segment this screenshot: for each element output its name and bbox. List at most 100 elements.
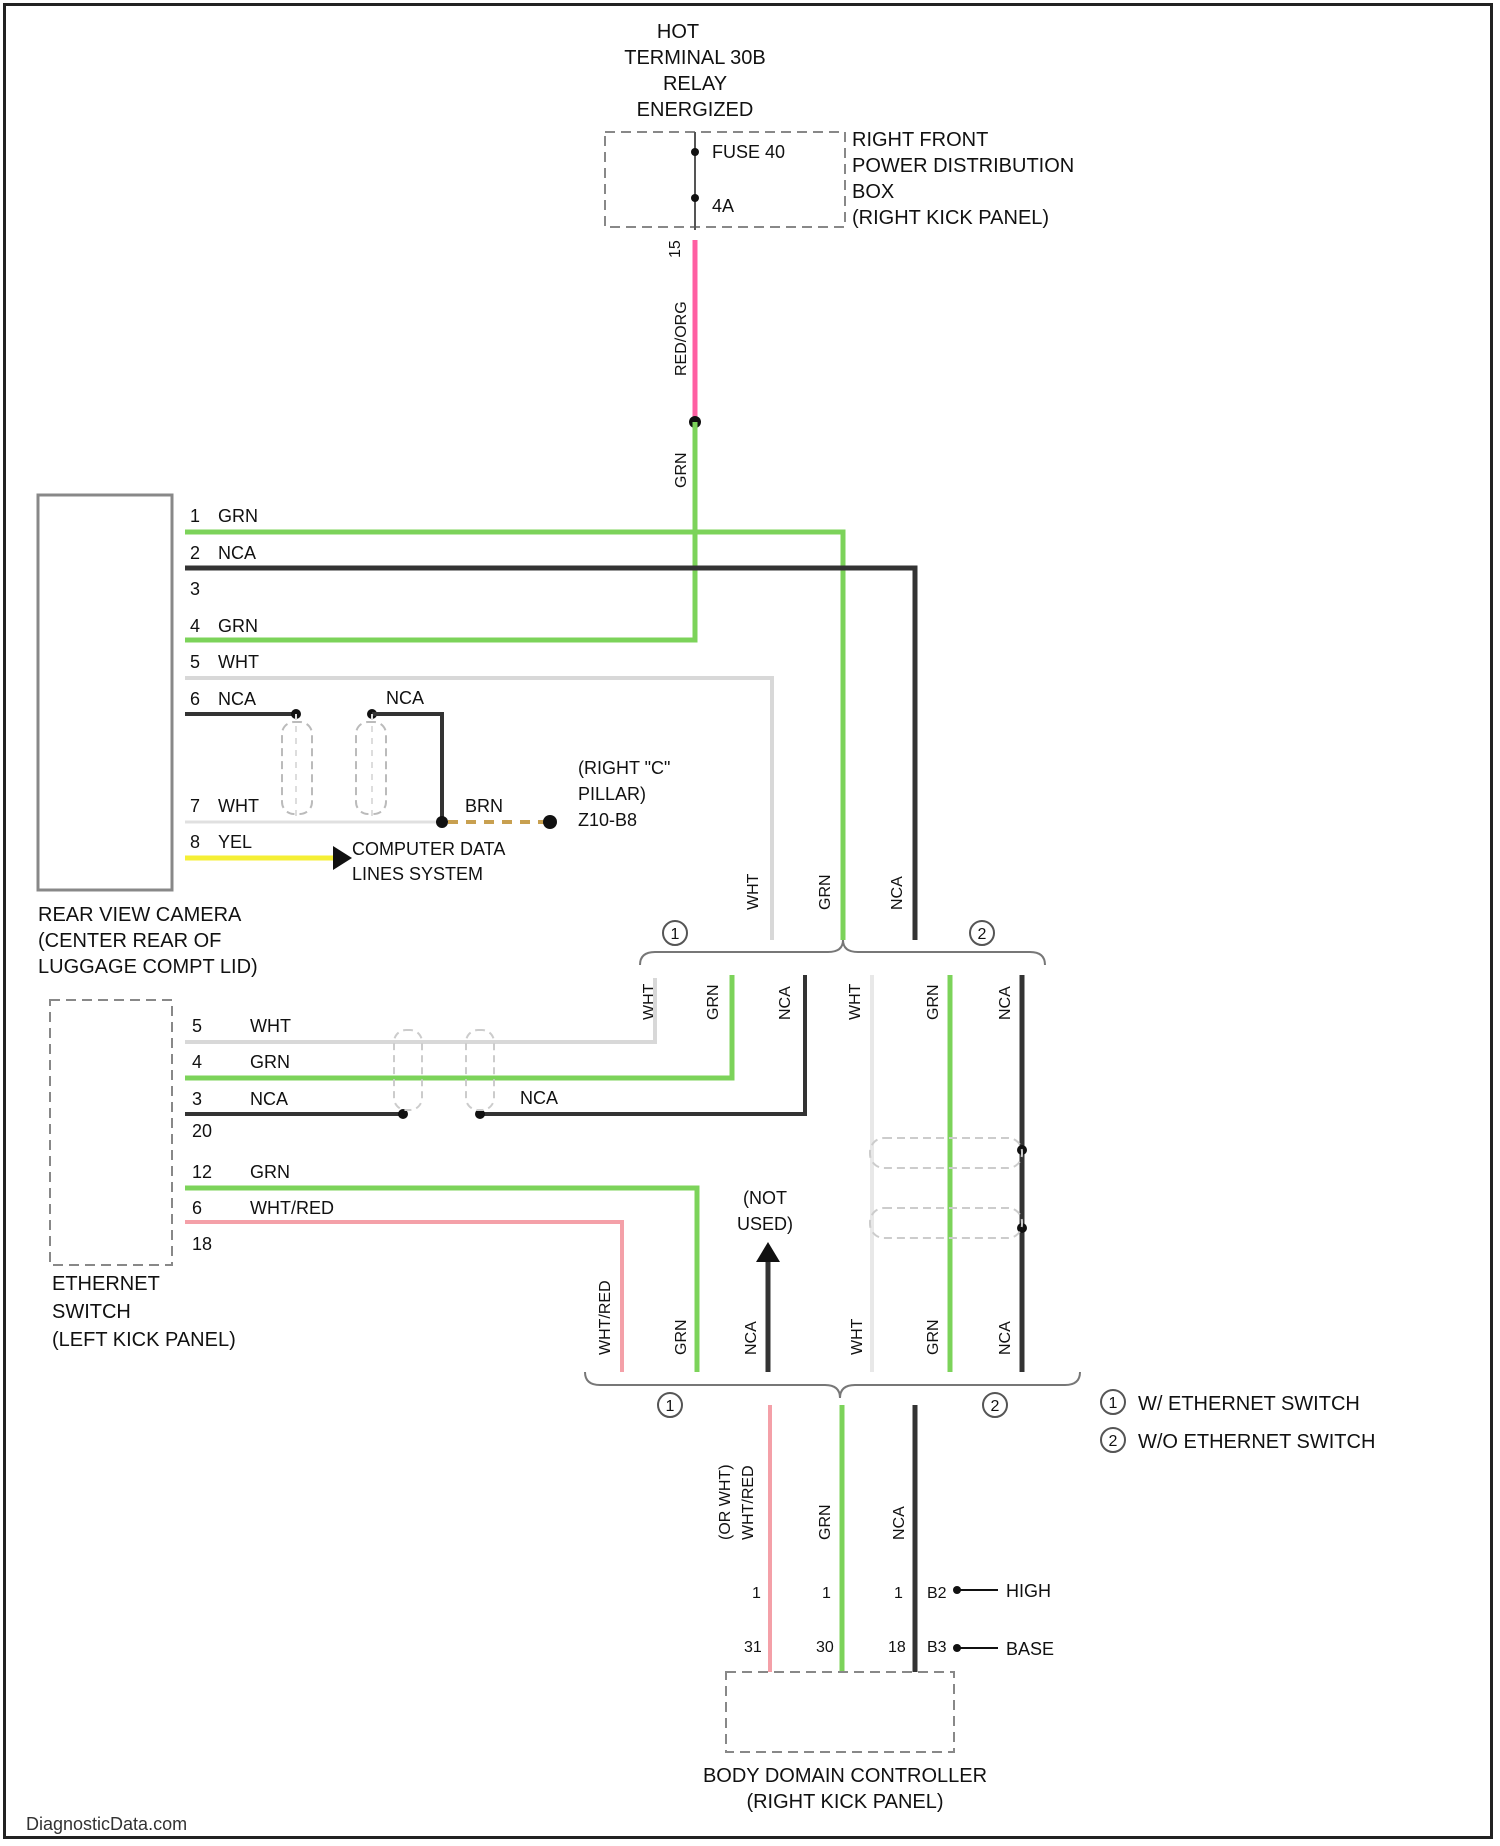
eth-pin-20: 20 xyxy=(192,1121,212,1141)
splice-top-wht: WHT xyxy=(745,873,762,910)
splice-bot-right-nca: NCA xyxy=(997,1321,1014,1355)
bdc-conn-b2: B2 xyxy=(927,1585,947,1602)
legend: 1 W/ ETHERNET SWITCH 2 W/O ETHERNET SWIT… xyxy=(1101,1390,1375,1453)
eth-pin-4: 4 xyxy=(192,1052,202,1072)
splice-mid-left-grn: GRN xyxy=(705,984,722,1020)
splice-bot-right-grn: GRN xyxy=(925,1319,942,1355)
bdc-pin-top-1: 1 xyxy=(752,1585,761,1602)
lower-circle-2: 2 xyxy=(991,1398,1000,1415)
pdb-pin-label: 15 xyxy=(667,240,684,258)
camera-pin-6: 6 xyxy=(190,689,200,709)
bdc-pin-top-2: 1 xyxy=(822,1585,831,1602)
bdc-pin-bot-3: 18 xyxy=(888,1639,906,1656)
camera-pin-2: 2 xyxy=(190,543,200,563)
wire-eth-wht-red-6 xyxy=(185,1222,622,1372)
ground-label-2: PILLAR) xyxy=(578,784,646,804)
fuse-amp-label: 4A xyxy=(712,196,734,216)
camera-pin-1-color: GRN xyxy=(218,506,258,526)
bdc-wire-label-grn: GRN xyxy=(817,1504,834,1540)
splice-bot-left-whtred: WHT/RED xyxy=(597,1280,614,1355)
camera-pin-5-color: WHT xyxy=(218,652,259,672)
legend-item-2: W/O ETHERNET SWITCH xyxy=(1138,1431,1375,1453)
camera-pin-8: 8 xyxy=(190,832,200,852)
camera-pin-6-color: NCA xyxy=(218,689,256,709)
camera-pin-4-color: GRN xyxy=(218,616,258,636)
power-source: HOT TERMINAL 30B RELAY ENERGIZED xyxy=(624,21,766,121)
camera-pin-7-color: WHT xyxy=(218,796,259,816)
splice-mid-right-grn: GRN xyxy=(925,984,942,1020)
pdb-label-3: BOX xyxy=(852,181,894,203)
splice-top-nca: NCA xyxy=(889,876,906,910)
energized-label: ENERGIZED xyxy=(637,99,754,121)
legend-item-1: W/ ETHERNET SWITCH xyxy=(1138,1393,1360,1415)
camera-pin-1: 1 xyxy=(190,506,200,526)
power-distribution-box: FUSE 40 4A RIGHT FRONT POWER DISTRIBUTIO… xyxy=(605,129,1074,258)
bdc-label-1: BODY DOMAIN CONTROLLER xyxy=(703,1765,987,1787)
not-used-arrow-icon xyxy=(756,1242,780,1262)
right-shield-1 xyxy=(870,1138,1022,1168)
eth-pin-3: 3 xyxy=(192,1089,202,1109)
not-used-label-1: (NOT xyxy=(743,1188,787,1208)
eth-pin-5-color: WHT xyxy=(250,1016,291,1036)
upper-circle-1: 1 xyxy=(671,926,680,943)
eth-pin-3-color: NCA xyxy=(250,1089,288,1109)
lower-circle-1: 1 xyxy=(666,1398,675,1415)
base-label: BASE xyxy=(1006,1639,1054,1659)
right-shield-2 xyxy=(870,1208,1022,1238)
bdc-wire-label-nca: NCA xyxy=(891,1506,908,1540)
pdb-label-2: POWER DISTRIBUTION xyxy=(852,155,1074,177)
upper-circle-2: 2 xyxy=(978,926,987,943)
eth-pin-6: 6 xyxy=(192,1198,202,1218)
splice-bot-left-grn: GRN xyxy=(673,1319,690,1355)
cds-label-2: LINES SYSTEM xyxy=(352,864,483,884)
cds-arrow-icon xyxy=(333,846,352,870)
eth-nca-label: NCA xyxy=(520,1088,558,1108)
bdc-pin-top-3: 1 xyxy=(894,1585,903,1602)
ethernet-label-3: (LEFT KICK PANEL) xyxy=(52,1329,236,1351)
bdc-pin-bot-1: 31 xyxy=(744,1639,762,1656)
brn-label: BRN xyxy=(465,796,503,816)
wire-cam-nca-2 xyxy=(185,568,915,940)
lower-splice-brace: 1 2 xyxy=(585,1372,1080,1417)
camera-label-3: LUGGAGE COMPT LID) xyxy=(38,956,258,978)
ethernet-label-2: SWITCH xyxy=(52,1301,131,1323)
bdc-wire-label-whtred: WHT/RED xyxy=(740,1465,757,1540)
pdb-label-4: (RIGHT KICK PANEL) xyxy=(852,207,1049,229)
splice-mid-right-wht: WHT xyxy=(847,983,864,1020)
fuse-label: FUSE 40 xyxy=(712,142,785,162)
splice-bot-right-wht: WHT xyxy=(849,1318,866,1355)
eth-pin-6-color: WHT/RED xyxy=(250,1198,334,1218)
camera-pin-8-color: YEL xyxy=(218,832,252,852)
camera-pin-2-color: NCA xyxy=(218,543,256,563)
bdc-label-2: (RIGHT KICK PANEL) xyxy=(746,1791,943,1813)
ground-label-1: (RIGHT "C" xyxy=(578,758,670,778)
legend-circle-1: 1 xyxy=(1109,1395,1118,1412)
wire-red-org-label: RED/ORG xyxy=(673,301,690,376)
eth-pin-18: 18 xyxy=(192,1234,212,1254)
wire-grn-label: GRN xyxy=(673,452,690,488)
camera-label-1: REAR VIEW CAMERA xyxy=(38,904,242,926)
high-label: HIGH xyxy=(1006,1581,1051,1601)
camera-pin-7: 7 xyxy=(190,796,200,816)
camera-pin-5: 5 xyxy=(190,652,200,672)
not-used-label-2: USED) xyxy=(737,1214,793,1234)
relay-label: RELAY xyxy=(663,73,727,95)
cds-label-1: COMPUTER DATA xyxy=(352,839,505,859)
ethernet-label-1: ETHERNET xyxy=(52,1273,160,1295)
bdc-conn-b3: B3 xyxy=(927,1639,947,1656)
bdc-wire-label-orwht: (OR WHT) xyxy=(717,1464,734,1540)
hot-label: HOT xyxy=(657,21,699,43)
eth-pin-5: 5 xyxy=(192,1016,202,1036)
legend-circle-2: 2 xyxy=(1109,1433,1118,1450)
bdc-pin-bot-2: 30 xyxy=(816,1639,834,1656)
eth-pin-4-color: GRN xyxy=(250,1052,290,1072)
pdb-label-1: RIGHT FRONT xyxy=(852,129,988,151)
splice-top-grn: GRN xyxy=(817,874,834,910)
body-domain-controller: BODY DOMAIN CONTROLLER (RIGHT KICK PANEL… xyxy=(703,1672,987,1813)
ethernet-pin-labels: 5 WHT 4 GRN 3 NCA 20 12 GRN 6 WHT/RED 18 xyxy=(192,1016,334,1254)
camera-pin-4: 4 xyxy=(190,616,200,636)
splice-bot-left-nca: NCA xyxy=(743,1321,760,1355)
eth-pin-12: 12 xyxy=(192,1162,212,1182)
splice-mid-left-nca: NCA xyxy=(777,986,794,1020)
